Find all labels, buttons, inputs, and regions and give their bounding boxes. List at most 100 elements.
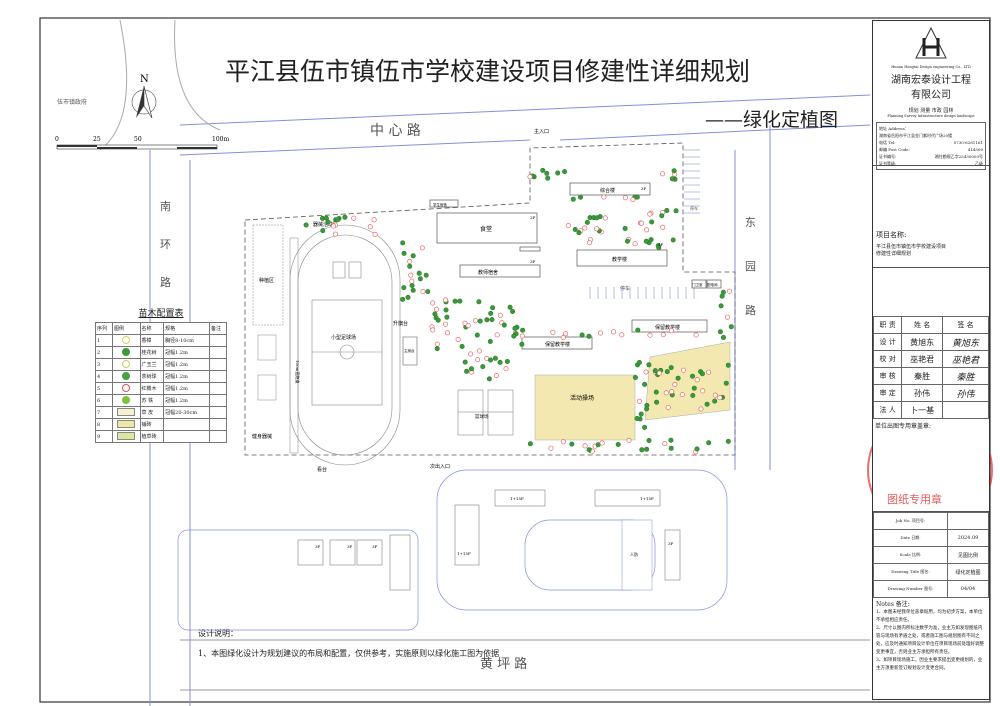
- tree-osmanthus-icon: [694, 446, 700, 452]
- company-en: Hunan Hongtai Design engineering Co., LT…: [891, 65, 971, 69]
- label-stage: 主席台: [404, 348, 415, 353]
- scale-tick-25: 25: [93, 136, 101, 143]
- tree-symbol-icon: [122, 383, 131, 392]
- label-track: 100m直跑道: [295, 360, 301, 383]
- tree-osmanthus-icon: [512, 325, 518, 331]
- notes-title: 设计说明：: [198, 629, 238, 638]
- tb-note: 3、如项目现场施工，因业主要求提出变更规划的，业主方须重新签订规划设计变更合同。: [876, 658, 983, 671]
- tree-osmanthus-icon: [720, 289, 726, 295]
- tree-osmanthus-icon: [690, 392, 696, 398]
- floor-label: 2F: [530, 215, 536, 220]
- legend-remark: [208, 346, 228, 359]
- tree-red-loropetalum-icon: [582, 443, 588, 449]
- cert-label: 证书编号:: [879, 154, 897, 159]
- post-label: 邮编 Post Code:: [879, 147, 910, 152]
- address: 湖南省岳阳市平江县金门紫时代广场20楼: [879, 133, 953, 138]
- tree-osmanthus-icon: [659, 213, 665, 219]
- legend-spec: 冠幅1.2m: [163, 346, 210, 359]
- tree-osmanthus-icon: [652, 368, 658, 374]
- tree-osmanthus-icon: [435, 317, 441, 323]
- tree-osmanthus-icon: [668, 365, 674, 371]
- sign-header: 签 名: [942, 316, 989, 334]
- company-services: 规划 测量 市政 园林: [908, 108, 954, 114]
- tree-red-loropetalum-icon: [497, 312, 503, 318]
- parking: [589, 149, 700, 299]
- tree-osmanthus-icon: [622, 226, 628, 232]
- tree-osmanthus-icon: [459, 343, 465, 349]
- tree-red-loropetalum-icon: [565, 223, 571, 229]
- signer-role: 审 核: [872, 367, 903, 385]
- tree-red-loropetalum-icon: [639, 220, 645, 226]
- legend-remark: [208, 418, 228, 431]
- signer-name: 秦胜: [901, 367, 944, 385]
- tree-osmanthus-icon: [401, 285, 407, 291]
- tree-osmanthus-icon: [320, 228, 326, 234]
- tree-red-loropetalum-icon: [434, 341, 440, 347]
- signer-name: 卜一基: [901, 401, 944, 419]
- court: [257, 374, 277, 401]
- tree-osmanthus-icon: [468, 366, 474, 372]
- tree-osmanthus-icon: [487, 357, 493, 363]
- tree-red-loropetalum-icon: [351, 215, 357, 221]
- signer-name: 黄旭东: [901, 333, 944, 351]
- tree-osmanthus-icon: [668, 445, 674, 451]
- floor-label: 3F: [530, 259, 536, 264]
- legend-header: 规格: [163, 322, 210, 335]
- tree-osmanthus-icon: [643, 238, 649, 244]
- legend-name: 广玉兰: [139, 358, 165, 371]
- tree-osmanthus-icon: [540, 167, 546, 173]
- company-services-en: Planning Survey Infrastructure design la…: [887, 114, 975, 118]
- tree-red-loropetalum-icon: [698, 406, 704, 412]
- tree-red-loropetalum-icon: [669, 389, 675, 395]
- tree-osmanthus-icon: [519, 341, 525, 347]
- tree-red-loropetalum-icon: [632, 241, 638, 247]
- tree-red-loropetalum-icon: [663, 390, 669, 396]
- tree-osmanthus-icon: [510, 308, 516, 314]
- tree-symbol-icon: [122, 347, 131, 356]
- tree-plantings: [303, 167, 734, 455]
- tb-note: 1、本图未经我单位盖章既用，均为初步方案，本单位不承担相应责任。: [876, 610, 983, 623]
- label-underground: 人防: [630, 551, 638, 557]
- tree-osmanthus-icon: [572, 227, 578, 233]
- tree-red-loropetalum-icon: [419, 245, 425, 251]
- tree-red-loropetalum-icon: [619, 332, 625, 338]
- tree-red-loropetalum-icon: [420, 288, 426, 294]
- road-label-right-2: 园: [745, 260, 756, 273]
- court: [257, 334, 277, 361]
- legend-header: 图例: [112, 322, 141, 335]
- tree-red-loropetalum-icon: [626, 437, 632, 443]
- tree-osmanthus-icon: [725, 438, 731, 444]
- legend-remark: [208, 370, 228, 383]
- activity-ground: [534, 374, 636, 441]
- signer-role: 法 人: [872, 401, 903, 419]
- tree-osmanthus-icon: [303, 222, 309, 228]
- signature: 秦胜: [942, 367, 989, 385]
- tree-osmanthus-icon: [586, 333, 592, 339]
- legend-name: 茶树球: [139, 370, 165, 383]
- tree-red-loropetalum-icon: [548, 445, 554, 451]
- project-label: 项目名称:: [876, 231, 907, 239]
- tree-osmanthus-icon: [545, 175, 551, 181]
- tree-red-loropetalum-icon: [660, 224, 666, 230]
- scale: 见图比例: [946, 546, 990, 564]
- legend-symbol: [112, 430, 141, 443]
- tree-red-loropetalum-icon: [430, 327, 436, 333]
- tree-osmanthus-icon: [720, 334, 726, 340]
- legend-name: 桂花树: [139, 346, 165, 359]
- tree-red-loropetalum-icon: [560, 335, 566, 341]
- tree-symbol-icon: [122, 335, 131, 344]
- tree-osmanthus-icon: [504, 358, 510, 364]
- tree-red-loropetalum-icon: [493, 372, 499, 378]
- signature: [942, 401, 989, 419]
- legend-header: 名称: [139, 322, 165, 335]
- legend-symbol: [112, 358, 141, 371]
- tree-osmanthus-icon: [624, 238, 630, 244]
- legend-no: 4: [94, 370, 114, 383]
- tree-osmanthus-icon: [636, 359, 642, 365]
- tree-red-loropetalum-icon: [367, 224, 373, 230]
- tree-osmanthus-icon: [638, 411, 644, 417]
- legend-symbol: [112, 370, 141, 383]
- legend-name: 香樟: [139, 334, 165, 347]
